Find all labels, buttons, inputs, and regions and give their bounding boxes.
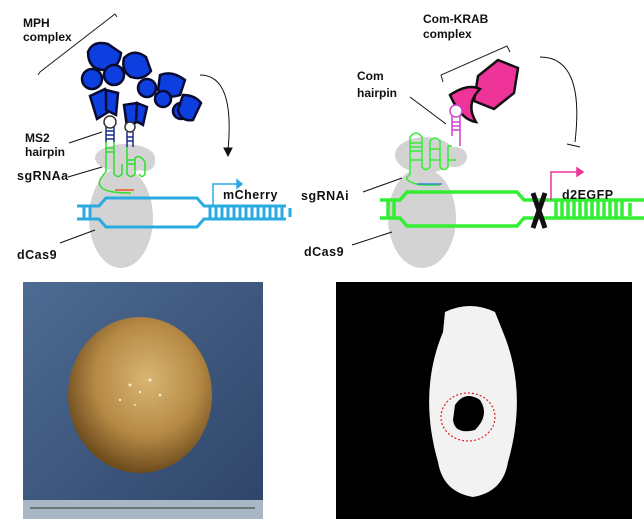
mph-bracket [37, 13, 118, 76]
lesion-region [453, 396, 484, 432]
sgrna-a [98, 142, 146, 194]
com-leader [409, 96, 447, 125]
block-x-icon [530, 192, 548, 229]
com-label-2: hairpin [357, 86, 397, 100]
dcas9-shape-right [388, 137, 467, 268]
ms2-hairpins [103, 115, 136, 147]
dna-left [77, 196, 292, 229]
mph-label-2: complex [23, 30, 72, 44]
tissue-sample [68, 317, 212, 473]
krab-proteins [448, 58, 520, 124]
ms2-label-2: hairpin [25, 145, 65, 159]
ms2-label-1: MS2 [25, 131, 50, 145]
sgrnaa-label: sgRNAa [17, 169, 69, 183]
promoter-arrow-right [550, 166, 585, 200]
leader-lines [59, 131, 103, 244]
com-label-1: Com [357, 69, 384, 83]
com-hairpin [449, 104, 463, 146]
repression-arrow [539, 56, 581, 148]
xray-photo [336, 282, 632, 519]
sgrnai-label: sgRNAi [301, 189, 349, 203]
tissue-photo [23, 282, 263, 519]
repression-diagram: Com-KRAB complex Com hairpin [301, 12, 644, 268]
mph-label-1: MPH [23, 16, 50, 30]
leader-lines-right [351, 177, 403, 246]
activation-diagram: MPH complex [17, 13, 292, 268]
dcas9-shape [89, 144, 155, 268]
gene-label-d2egfp: d2EGFP [562, 188, 614, 202]
dna-right [380, 190, 644, 228]
comkrab-label-1: Com-KRAB [423, 12, 489, 26]
sgrna-i [405, 132, 456, 186]
mph-proteins [80, 41, 203, 129]
promoter-arrow [212, 178, 244, 206]
dcas9-label-left: dCas9 [17, 248, 57, 262]
comkrab-label-2: complex [423, 27, 472, 41]
region-circle [440, 392, 496, 442]
comkrab-bracket [440, 45, 511, 83]
activation-arrow [199, 74, 233, 158]
gene-label-mcherry: mCherry [223, 188, 278, 202]
dcas9-label-right: dCas9 [304, 245, 344, 259]
